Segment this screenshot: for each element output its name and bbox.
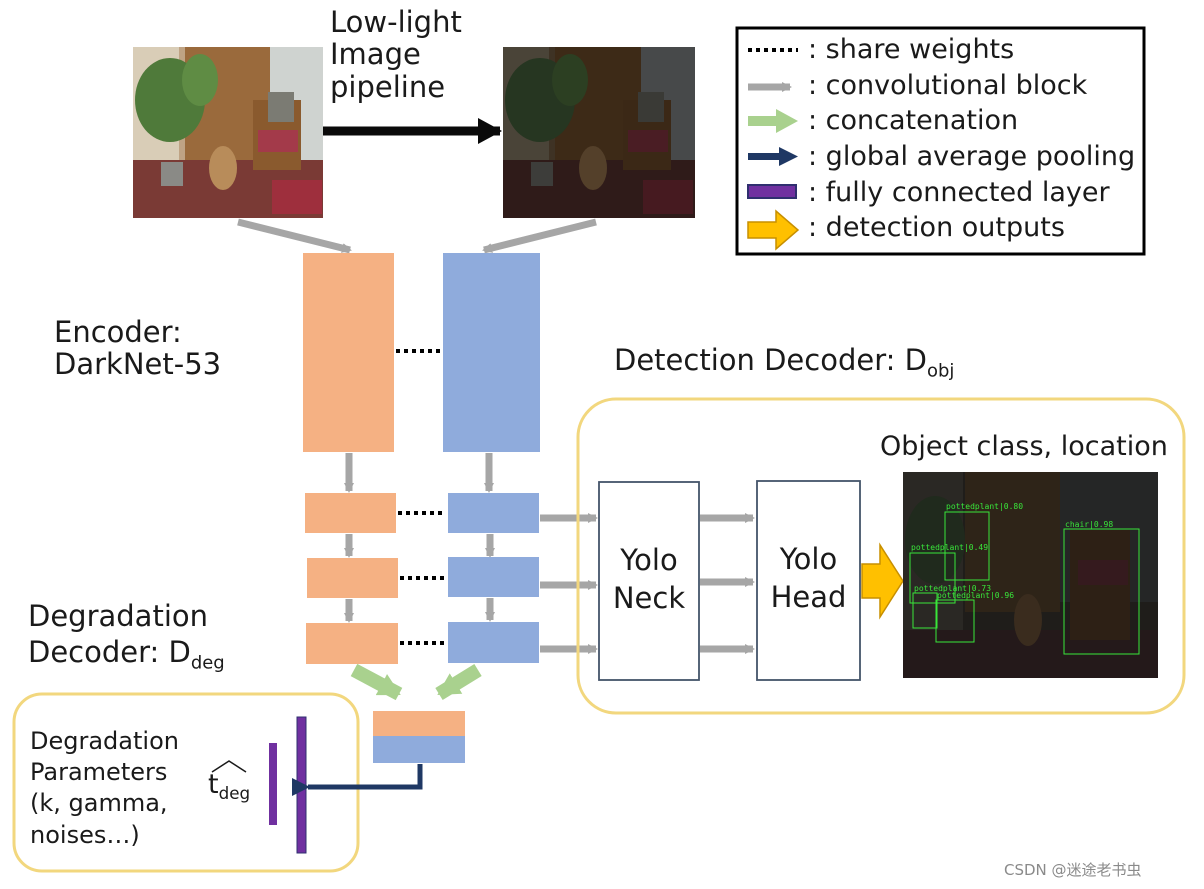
legend-label-concatenation: : concatenation: [808, 105, 1019, 136]
encoder-label-line2: DarkNet-53: [54, 347, 222, 382]
fc-layer-bar-large: [296, 716, 307, 854]
detection-decoder-label: Detection Decoder: Dobj: [614, 344, 954, 381]
yolo-neck-line2: Neck: [612, 580, 686, 615]
legend-label-global-average-pooling: : global average pooling: [808, 141, 1136, 172]
pipeline-label-line3: pipeline: [330, 69, 446, 104]
degradation-decoder-line2: Decoder: Ddeg: [28, 634, 225, 675]
degradation-decoder-line1: Degradation: [28, 599, 209, 633]
detection-decoder-subscript: obj: [926, 360, 955, 382]
det-label-1: pottedplant|0.80: [946, 502, 1023, 511]
detection-output-arrow: [861, 542, 904, 620]
feature-block-orange-2: [307, 558, 398, 598]
degradation-params-line2: Parameters: [30, 758, 168, 787]
bbox-pottedplant-3: [912, 592, 938, 629]
legend-navy-arrow-icon: [748, 147, 798, 166]
degradation-params-label: Degradation Parameters (k, gamma, noises…: [30, 726, 179, 851]
encoder-block-blue: [443, 253, 540, 452]
t-deg-symbol: t: [208, 769, 219, 800]
legend-label-detection-outputs: : detection outputs: [808, 212, 1065, 243]
pipeline-label-line1: Low-light: [330, 5, 462, 39]
yolo-neck-line1: Yolo: [620, 543, 678, 577]
degradation-params-line1: Degradation: [30, 727, 179, 755]
yolo-head-line1: Yolo: [779, 542, 838, 576]
detection-decoder-label-text: Detection Decoder: D: [614, 343, 927, 377]
concat-block-blue: [373, 736, 465, 763]
pipeline-label-line2: Image: [330, 37, 421, 72]
encoder-label: Encoder: DarkNet-53: [54, 316, 221, 381]
degradation-params-line3: (k, gamma,: [30, 789, 168, 818]
yolo-head-label: Yolo Head: [757, 541, 860, 616]
object-class-label: Object class, location: [880, 431, 1168, 462]
t-hat-symbol: [211, 760, 247, 773]
yolo-head-line2: Head: [770, 579, 847, 614]
legend-label-fully-connected: : fully connected layer: [808, 177, 1110, 208]
feature-block-blue-3: [448, 622, 539, 663]
degradation-params-line4: noises…): [30, 820, 140, 849]
normal-light-image: [133, 47, 323, 218]
gap-arrow: [292, 764, 423, 796]
t-deg-label: tdeg: [208, 769, 251, 803]
feature-block-blue-2: [448, 557, 539, 597]
legend-label-share-weights: : share weights: [808, 34, 1015, 65]
detection-output-image: pottedplant|0.80 chair|0.98 pottedplant|…: [903, 472, 1158, 678]
bbox-pottedplant-4: [935, 599, 975, 643]
feature-block-orange-3: [306, 623, 398, 664]
legend-purple-bar-icon: [747, 184, 797, 199]
t-deg-subscript: deg: [218, 782, 251, 803]
fc-layer-bar-small: [269, 743, 277, 825]
concat-arrow-right: [435, 664, 482, 700]
legend-box: [735, 26, 1146, 256]
feature-block-blue-1: [448, 493, 539, 533]
concat-block-orange: [373, 711, 465, 736]
degradation-decoder-line2-text: Decoder: D: [28, 635, 191, 670]
det-label-5: pottedplant|0.96: [937, 591, 1014, 600]
legend-label-convolutional-block: : convolutional block: [808, 70, 1088, 101]
det-label-4: pottedplant|0.73: [914, 584, 991, 593]
degradation-decoder-subscript: deg: [190, 652, 225, 674]
low-light-image: [503, 47, 695, 218]
bbox-pottedplant-2: [909, 552, 956, 604]
legend-green-arrow-icon: [748, 109, 798, 133]
concat-arrow-left: [350, 663, 403, 701]
yolo-neck-label: Yolo Neck: [599, 542, 699, 617]
detection-decoder-panel: [576, 397, 1186, 715]
watermark: CSDN @迷途老书虫: [1004, 861, 1142, 879]
yolo-neck-box: [598, 481, 700, 681]
yolo-head-box: [756, 480, 861, 681]
det-label-3: pottedplant|0.49: [911, 543, 988, 552]
pipeline-label: Low-light Image pipeline: [330, 5, 462, 104]
degradation-params-panel: [12, 692, 360, 873]
feature-block-orange-1: [305, 493, 396, 533]
bbox-pottedplant-1: [944, 511, 990, 581]
bbox-chair: [1063, 528, 1140, 655]
degradation-decoder-label: Degradation Decoder: Ddeg: [28, 598, 225, 675]
legend-yellow-arrow-icon: [747, 209, 800, 251]
encoder-label-line1: Encoder:: [54, 315, 182, 349]
conv-arrow-image-left: [237, 218, 352, 254]
encoder-block-orange: [303, 253, 394, 452]
conv-arrow-image-right: [482, 218, 597, 254]
det-label-2: chair|0.98: [1065, 520, 1113, 529]
